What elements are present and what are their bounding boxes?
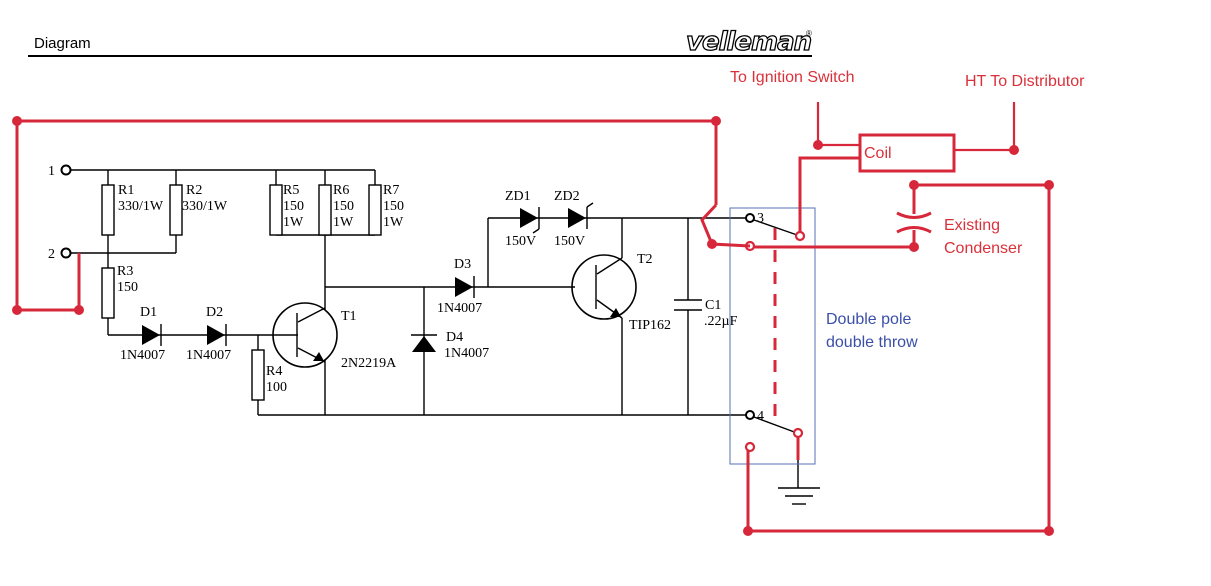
dpdt-switch-outline [729,207,816,465]
terminal-3-label: 3 [757,211,764,226]
d1-value: 1N4007 [120,348,165,363]
resistor-r3 [101,267,115,319]
coil-box [858,133,956,173]
r3-value: 150 [117,280,138,295]
coil-label: Coil [864,145,892,162]
velleman-logo: velleman [686,27,811,57]
d2-value: 1N4007 [186,348,231,363]
transistor-t2 [571,254,637,320]
diode-d2 [207,324,227,346]
switch-arm-lower [753,416,798,434]
r4-name: R4 [266,364,282,379]
switch-throw-lower [744,441,756,453]
zd2-name: ZD2 [554,189,580,204]
r6-value1: 150 [333,199,354,214]
terminal-2-label: 2 [48,247,55,262]
d3-value: 1N4007 [437,301,482,316]
resistor-r1 [101,184,115,236]
diode-d3 [455,276,475,298]
r1-value: 330/1W [118,199,164,214]
r5-value2: 1W [283,215,304,230]
r6-value2: 1W [333,215,354,230]
r1-name: R1 [118,183,134,198]
switch-common-lower [792,427,804,439]
r7-name: R7 [383,183,399,198]
terminal-1 [60,164,72,176]
registered-mark: ® [806,29,812,38]
terminal-4-label: 4 [757,409,764,424]
resistor-r6 [318,184,332,236]
r6-name: R6 [333,183,349,198]
d1-name: D1 [140,305,157,320]
t1-value: 2N2219A [341,356,397,371]
t2-name: T2 [637,252,653,267]
r5-value1: 150 [283,199,304,214]
t2-value: TIP162 [629,318,671,333]
diode-d4 [411,334,437,352]
red-junction-dots [12,116,1054,536]
resistor-r4 [251,349,265,401]
terminal-2 [60,247,72,259]
switch-common-upper [794,230,806,242]
resistor-r5 [269,184,283,236]
diode-d1 [142,324,162,346]
d2-name: D2 [206,305,223,320]
dpdt-label-2: double throw [826,334,918,351]
zd2-value: 150V [554,234,585,249]
terminal-4 [745,410,755,420]
r2-name: R2 [186,183,202,198]
d4-value: 1N4007 [444,346,489,361]
dpdt-label-1: Double pole [826,311,912,328]
r3-name: R3 [117,264,133,279]
zener-zd1 [520,207,540,234]
ht-label: HT To Distributor [965,73,1085,90]
d3-name: D3 [454,257,471,272]
zener-zd2 [568,202,594,229]
capacitor-c1 [674,299,702,311]
diagram-title: Diagram [34,35,91,52]
r4-value: 100 [266,380,287,395]
resistor-r2 [169,184,183,236]
r2-value: 330/1W [182,199,228,214]
switch-arm-upper [753,219,801,237]
zd1-name: ZD1 [505,189,531,204]
zd1-value: 150V [505,234,536,249]
condenser-label-1: Existing [944,217,1000,234]
c1-value: .22µF [704,314,738,329]
t1-name: T1 [341,309,357,324]
r7-value1: 150 [383,199,404,214]
resistor-r7 [368,184,382,236]
r5-name: R5 [283,183,299,198]
terminal-1-label: 1 [48,164,55,179]
transistor-t1 [272,302,338,368]
condenser-label-2: Condenser [944,240,1023,257]
r7-value2: 1W [383,215,404,230]
d4-name: D4 [446,330,463,345]
ignition-label: To Ignition Switch [730,69,855,86]
condenser-symbol [896,211,932,234]
c1-name: C1 [705,298,721,313]
terminal-3 [745,213,755,223]
